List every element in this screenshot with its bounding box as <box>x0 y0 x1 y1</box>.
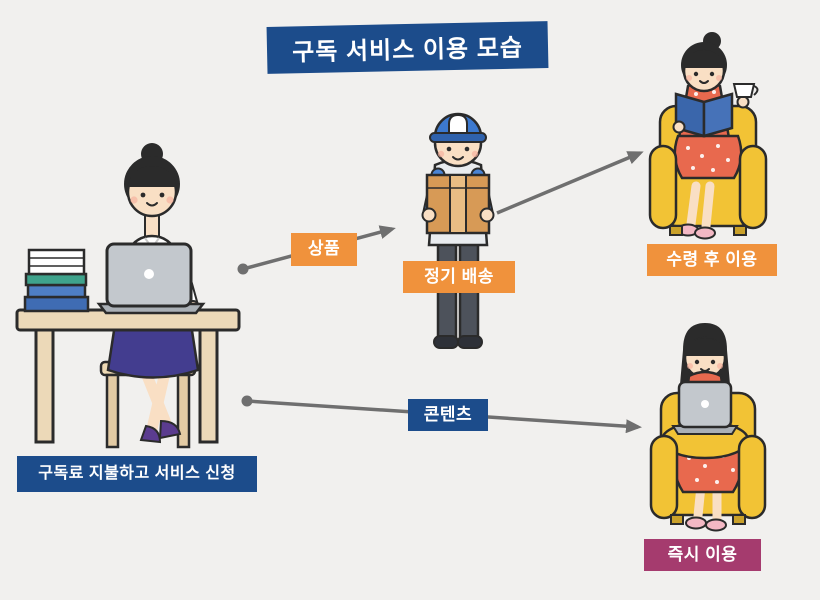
viewer-laptop-icon <box>671 380 739 435</box>
subscribe-step-badge: 구독료 지불하고 서비스 신청 <box>17 456 257 492</box>
courier-cap-icon <box>429 112 487 143</box>
woman-with-laptop-icon <box>649 323 767 532</box>
woman-reading-icon <box>648 32 768 240</box>
laptop-icon <box>96 242 206 315</box>
courier-hand-right <box>479 207 495 223</box>
goods-arrow-badge: 상품 <box>291 233 357 266</box>
chair-armrests <box>649 434 767 525</box>
content-arrow-badge: 콘텐츠 <box>408 399 488 431</box>
desk <box>15 308 241 444</box>
delivery-man-icon <box>421 112 495 349</box>
instant-step-badge: 즉시 이용 <box>644 539 761 571</box>
receive-arrow <box>496 151 644 215</box>
subscriber-legs <box>138 362 182 444</box>
courier-illustration <box>393 95 523 360</box>
receive-step-badge: 수령 후 이용 <box>647 244 777 276</box>
courier-shoes <box>433 335 483 349</box>
delivery-step-badge: 정기 배송 <box>403 261 515 293</box>
woman-at-desk-icon <box>15 143 241 449</box>
subscriber-head <box>124 143 180 218</box>
courier-head <box>429 112 487 168</box>
viewer-illustration <box>643 318 773 543</box>
reader-illustration <box>638 28 778 253</box>
page-title: 구독 서비스 이용 모습 <box>291 34 524 67</box>
reader-head <box>681 32 727 93</box>
subscriber-skirt <box>106 322 200 379</box>
parcel-box-icon <box>425 173 491 235</box>
open-book-icon <box>672 92 734 138</box>
courier-hand-left <box>421 207 437 223</box>
book-stack-icon <box>23 248 90 313</box>
subscriber-illustration <box>15 140 255 465</box>
chair-armrests <box>648 144 768 236</box>
coffee-cup-icon <box>732 83 759 109</box>
title-banner: 구독 서비스 이용 모습 <box>266 21 549 74</box>
